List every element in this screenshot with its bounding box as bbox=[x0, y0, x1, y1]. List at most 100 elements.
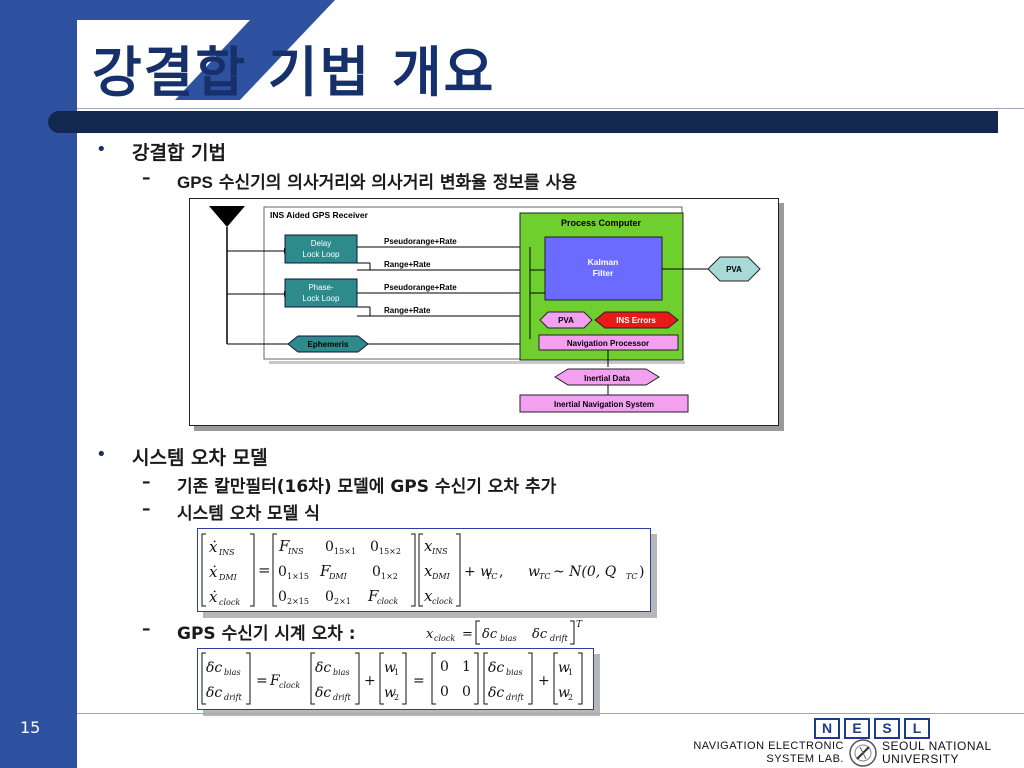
dll-box bbox=[284, 234, 358, 264]
q-tc-sub: TC bbox=[626, 572, 637, 581]
transpose: T bbox=[576, 620, 583, 630]
dc-drift-2: δc bbox=[488, 685, 504, 701]
sub-dash: – bbox=[142, 499, 151, 519]
lhs-sub-ins: INS bbox=[218, 548, 235, 557]
university-emblem-icon bbox=[849, 739, 877, 767]
comma: , bbox=[499, 564, 503, 580]
bullet-2-text: 시스템 오차 모델 bbox=[132, 447, 268, 469]
dc-drift-2-sub: drift bbox=[506, 693, 524, 702]
dc-bias-2: δc bbox=[488, 660, 504, 676]
ins-system-box bbox=[519, 394, 689, 413]
header-thin-line bbox=[77, 108, 1024, 109]
lhs-dc-bias: δc bbox=[206, 660, 222, 676]
m-zero-sub: 1×15 bbox=[287, 572, 309, 581]
lhs-dc-drift: δc bbox=[206, 685, 222, 701]
w1-sub: 1 bbox=[394, 668, 399, 677]
gps-prefix: GPS bbox=[177, 173, 213, 192]
m-zero: 0 bbox=[372, 564, 381, 580]
m-zero-sub: 2×1 bbox=[334, 597, 351, 606]
normal-dist: ~ N(0, Q bbox=[553, 564, 617, 580]
nesl-letter: E bbox=[844, 718, 870, 739]
university-name: SEOUL NATIONAL UNIVERSITY bbox=[882, 740, 992, 766]
pll-label-2: Lock Loop bbox=[303, 294, 340, 303]
dot-mark: . bbox=[208, 655, 211, 666]
x-vec-1: x bbox=[424, 537, 433, 555]
lhs-x3: ẋ bbox=[209, 588, 218, 606]
sub-dash: – bbox=[142, 168, 151, 188]
x-vec-2: x bbox=[424, 562, 433, 580]
pll-label-1: Phase- bbox=[308, 283, 334, 292]
m-zero: 0 bbox=[325, 589, 334, 605]
pva-output-label: PVA bbox=[726, 265, 742, 274]
corner-decoration bbox=[77, 0, 335, 100]
m-zero-sub: 2×15 bbox=[287, 597, 309, 606]
header-bar bbox=[48, 111, 998, 133]
x-clock: x bbox=[426, 627, 434, 642]
w-tc-sub: TC bbox=[539, 572, 550, 581]
dc-bias-sub: bias bbox=[500, 634, 517, 643]
system-error-model-equation: ẋ INS ẋ DMI ẋ clock = F INS 0 15×1 0 15×… bbox=[197, 528, 651, 612]
m-11: 0 bbox=[462, 684, 471, 700]
m-zero: 0 bbox=[325, 539, 334, 555]
m-zero: 0 bbox=[278, 564, 287, 580]
w2-b: w bbox=[558, 685, 570, 701]
label-pr-1: Pseudorange+Rate bbox=[384, 237, 457, 246]
bullet-dot: • bbox=[96, 444, 107, 465]
m-f-clock: F bbox=[367, 587, 379, 605]
x-vec-1-sub: INS bbox=[431, 547, 448, 556]
lab-line-2: SYSTEM LAB. bbox=[766, 753, 844, 765]
dll-label-2: Lock Loop bbox=[303, 250, 340, 259]
pva-inner-hex bbox=[539, 311, 593, 329]
sub-dash: – bbox=[142, 472, 151, 492]
footer-line bbox=[77, 713, 1024, 714]
lhs-x1: ẋ bbox=[209, 538, 218, 556]
m-f-dmi-sub: DMI bbox=[328, 572, 348, 581]
m-00: 0 bbox=[440, 659, 449, 675]
kalman-label-1: Kalman bbox=[588, 257, 619, 267]
m-zero-sub: 15×1 bbox=[334, 547, 356, 556]
x-vec-3: x bbox=[424, 587, 433, 605]
sub-dash: – bbox=[142, 619, 151, 639]
bullet-2-sub-3: GPS 수신기 시계 오차 : bbox=[177, 624, 356, 644]
w1: w bbox=[384, 660, 396, 676]
eq-sign: = bbox=[413, 673, 425, 689]
eq-sign: = bbox=[256, 673, 268, 689]
label-pr-2: Pseudorange+Rate bbox=[384, 283, 457, 292]
ins-errors-hex bbox=[594, 311, 679, 329]
x-clock-sub: clock bbox=[434, 634, 455, 643]
f-clock-sub: clock bbox=[279, 681, 300, 690]
bullet-1-text: 강결합 기법 bbox=[132, 142, 227, 164]
w2-b-sub: 2 bbox=[568, 693, 573, 702]
w1-b-sub: 1 bbox=[568, 668, 573, 677]
process-computer-label: Process Computer bbox=[561, 218, 642, 228]
lhs-bias-sub: bias bbox=[224, 668, 241, 677]
ephemeris-label: Ephemeris bbox=[308, 340, 349, 349]
plus: + bbox=[364, 673, 376, 689]
dc-drift-sub: drift bbox=[333, 693, 351, 702]
univ-line-2: UNIVERSITY bbox=[882, 752, 960, 766]
sub-1-text: 수신기의 의사거리와 의사거리 변화율 정보를 사용 bbox=[212, 173, 577, 193]
plus-w: + w bbox=[464, 564, 492, 580]
clock-error-equation: δc bias δc drift . = F clock δc bias δc … bbox=[197, 648, 594, 710]
f-clock: F bbox=[269, 673, 281, 689]
bullet-2-sub-2: 시스템 오차 모델 식 bbox=[177, 504, 320, 524]
w-tc: w bbox=[528, 564, 540, 580]
nesl-letter: N bbox=[814, 718, 840, 739]
slide-title: 강결합 기법 개요 bbox=[92, 41, 496, 104]
m-zero: 0 bbox=[370, 539, 379, 555]
dll-label-1: Delay bbox=[311, 239, 331, 248]
close-paren: ) bbox=[639, 564, 644, 580]
receiver-title: INS Aided GPS Receiver bbox=[270, 210, 369, 220]
kalman-filter-box bbox=[544, 236, 663, 301]
inertial-data-hex bbox=[554, 368, 660, 386]
m-f-ins: F bbox=[278, 537, 290, 555]
equation-1-svg: ẋ INS ẋ DMI ẋ clock = F INS 0 15×1 0 15×… bbox=[201, 533, 644, 607]
dc-drift-sub: drift bbox=[550, 634, 568, 643]
nesl-letter: L bbox=[904, 718, 930, 739]
pva-output-hex bbox=[707, 256, 761, 282]
m-01: 1 bbox=[462, 659, 471, 675]
pll-box bbox=[284, 278, 358, 308]
lhs-x2: ẋ bbox=[209, 563, 218, 581]
lhs-sub-dmi: DMI bbox=[218, 573, 238, 582]
